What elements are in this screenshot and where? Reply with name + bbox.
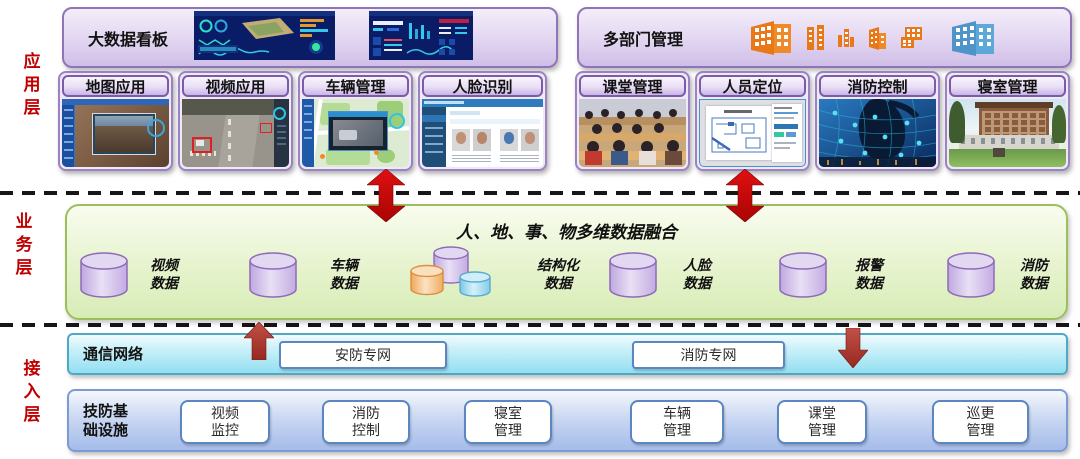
bigdata-panel-title: 大数据看板 — [88, 31, 169, 49]
separator-dashed-bottom — [0, 323, 1080, 327]
firecontrol-app-screenshot — [819, 99, 936, 167]
network-bar-title: 通信网络 — [83, 345, 144, 363]
application-layer-label: 应用层 — [23, 52, 41, 117]
down-arrow-icon — [838, 328, 868, 368]
app-box-dormitory: 寝室管理 — [945, 71, 1070, 171]
database-cylinder-icon — [947, 252, 995, 298]
infra-item-dormitory: 寝室管理 — [464, 400, 552, 444]
database-cylinder-icon — [80, 252, 128, 298]
dormitory-app-screenshot — [949, 99, 1066, 167]
business-fusion-box: 人、地、事、物多维数据融合 视频数据 车辆数据 结构化数据 人脸数据 — [65, 204, 1068, 320]
datastore-label-fire: 消防数据 — [1020, 257, 1048, 291]
app-title-dormitory: 寝室管理 — [949, 75, 1066, 97]
video-app-screenshot — [182, 99, 289, 167]
database-cylinder-icon — [779, 252, 827, 298]
database-cylinder-icon — [249, 252, 297, 298]
business-fusion-title: 人、地、事、物多维数据融合 — [456, 223, 677, 242]
infra-item-classroom: 课堂管理 — [777, 400, 867, 444]
app-title-vehicle: 车辆管理 — [302, 75, 409, 97]
double-arrow-icon — [726, 169, 764, 222]
bigdata-dashboard-panel: 大数据看板 — [62, 7, 558, 68]
infra-item-fire-control: 消防控制 — [322, 400, 410, 444]
infrastructure-bar: 技防基础设施 视频监控 消防控制 寝室管理 车辆管理 课堂管理 巡更管理 — [67, 389, 1068, 452]
datastore-label-face: 人脸数据 — [683, 257, 711, 291]
map-app-screenshot — [62, 99, 169, 167]
multidept-panel: 多部门管理 — [577, 7, 1072, 68]
building-grid-orange-icon — [901, 27, 922, 48]
database-cluster-icon — [410, 246, 491, 297]
building-large-blue-icon — [950, 19, 996, 57]
datastore-label-vehicle: 车辆数据 — [330, 257, 358, 291]
app-box-map: 地图应用 — [58, 71, 173, 171]
dashboard-screenshot-2 — [369, 11, 473, 60]
app-box-vehicle: 车辆管理 — [298, 71, 413, 171]
building-towers-orange-icon — [807, 25, 824, 50]
network-bar: 通信网络 安防专网 消防专网 — [67, 333, 1068, 375]
building-icons-row — [749, 9, 996, 66]
datastore-label-alarm: 报警数据 — [855, 257, 883, 291]
classroom-app-screenshot — [579, 99, 686, 167]
app-box-classroom: 课堂管理 — [575, 71, 690, 171]
network-item-security: 安防专网 — [279, 341, 447, 369]
app-title-positioning: 人员定位 — [699, 75, 806, 97]
positioning-app-screenshot — [699, 99, 806, 167]
face-app-screenshot — [422, 99, 543, 167]
database-cylinder-icon — [609, 252, 657, 298]
network-item-fire: 消防专网 — [632, 341, 785, 369]
building-large-orange-icon — [749, 19, 793, 57]
building-small-orange-icon — [838, 28, 854, 47]
separator-dashed-top — [0, 191, 1080, 195]
app-title-video: 视频应用 — [182, 75, 289, 97]
infra-item-vehicle: 车辆管理 — [630, 400, 724, 444]
app-title-face: 人脸识别 — [422, 75, 543, 97]
app-title-firecontrol: 消防控制 — [819, 75, 936, 97]
app-title-classroom: 课堂管理 — [579, 75, 686, 97]
business-layer-label: 业务层 — [15, 212, 33, 277]
app-box-positioning: 人员定位 — [695, 71, 810, 171]
double-arrow-icon — [367, 169, 405, 222]
app-box-video: 视频应用 — [178, 71, 293, 171]
app-title-map: 地图应用 — [62, 75, 169, 97]
infrastructure-bar-title: 技防基础设施 — [83, 402, 129, 439]
up-arrow-icon — [244, 322, 274, 360]
datastore-label-video: 视频数据 — [150, 257, 178, 291]
app-box-firecontrol: 消防控制 — [815, 71, 940, 171]
vehicle-app-screenshot — [302, 99, 409, 167]
infra-item-patrol: 巡更管理 — [932, 400, 1029, 444]
datastore-label-structured: 结构化数据 — [537, 257, 579, 291]
access-layer-label: 接入层 — [23, 359, 41, 424]
app-box-face: 人脸识别 — [418, 71, 547, 171]
building-mid-orange-icon — [868, 26, 887, 50]
infra-item-video-surveillance: 视频监控 — [180, 400, 270, 444]
multidept-panel-title: 多部门管理 — [603, 31, 684, 49]
dashboard-screenshot-1 — [194, 11, 335, 60]
